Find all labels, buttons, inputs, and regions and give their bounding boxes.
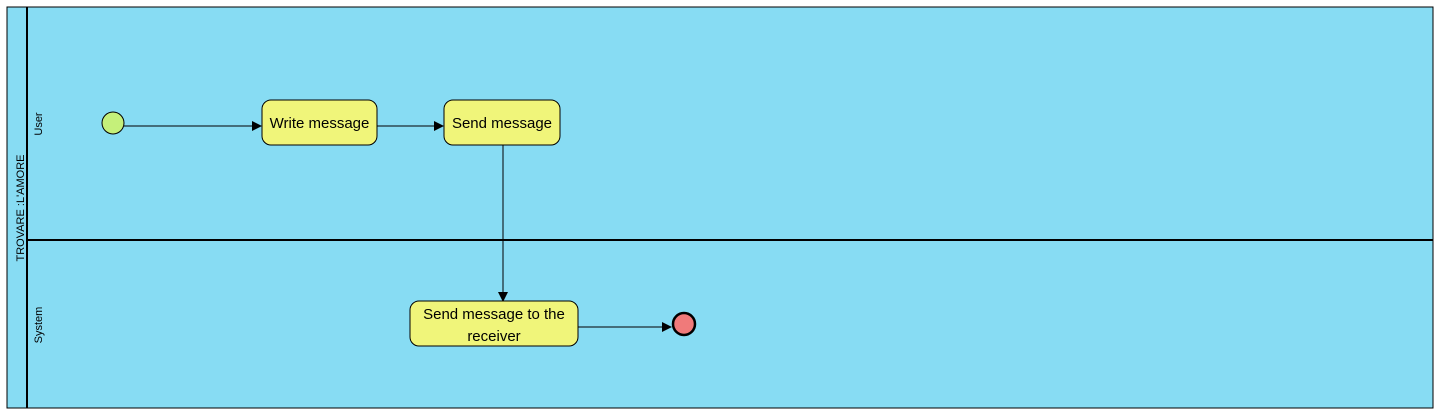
pool-title: TROVARE :L'AMORE <box>15 154 27 261</box>
action-label-line-1: Send message to the <box>423 306 565 323</box>
action-label-line-2: receiver <box>467 328 520 345</box>
action-box <box>409 300 579 347</box>
action-send-message: Send message <box>443 99 561 146</box>
action-label: Write message <box>270 115 370 132</box>
action-send-to-receiver: Send message to the receiver <box>409 300 579 347</box>
lane-label-system: System <box>33 307 45 344</box>
action-box <box>261 99 378 146</box>
lane-label-user: User <box>33 112 45 136</box>
action-box <box>443 99 561 146</box>
final-node <box>671 311 697 337</box>
action-write-message: Write message <box>261 99 378 146</box>
action-label: Send message <box>452 115 552 132</box>
initial-node <box>101 111 125 135</box>
swimlane-pool <box>6 6 1434 409</box>
